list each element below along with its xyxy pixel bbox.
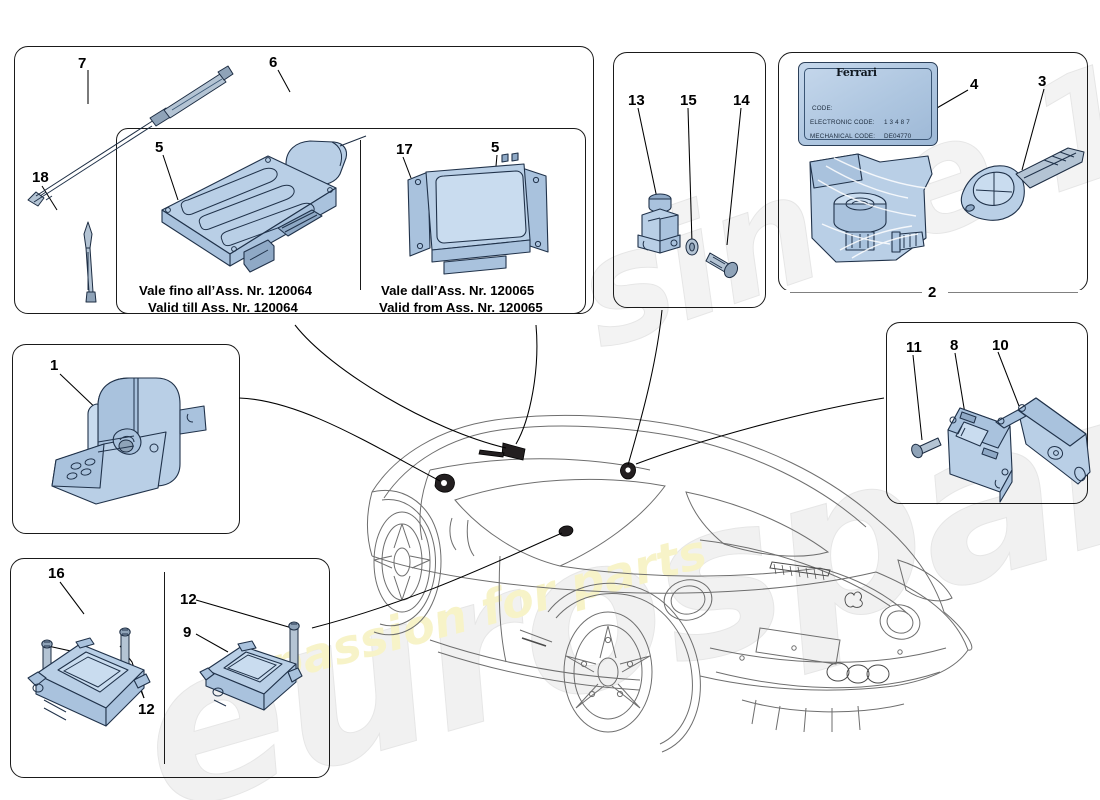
panel-modules bbox=[10, 558, 330, 778]
keycard-code-label: CODE: bbox=[812, 105, 833, 112]
receiver-parts bbox=[911, 397, 1091, 503]
callout-5-right: 5 bbox=[491, 139, 500, 156]
callout-14: 14 bbox=[733, 92, 750, 109]
keycard-brand: Ferrari bbox=[836, 66, 877, 79]
car-mount-markers bbox=[434, 442, 636, 537]
callout-13: 13 bbox=[628, 92, 645, 109]
callout-9: 9 bbox=[183, 624, 192, 641]
receiver-screw-part bbox=[911, 437, 942, 459]
lock-set-bag-part bbox=[809, 153, 933, 263]
body-computer-ecu-old bbox=[161, 155, 337, 273]
callout-8: 8 bbox=[950, 337, 959, 354]
antenna-mast-part bbox=[27, 65, 234, 207]
callout-7: 7 bbox=[78, 55, 87, 72]
sensor-washer-part bbox=[685, 238, 699, 256]
panel-receiver bbox=[886, 322, 1088, 504]
panel-crash-sensor bbox=[613, 52, 766, 308]
callout-10: 10 bbox=[992, 337, 1009, 354]
caption-valid-till-en: Valid till Ass. Nr. 120064 bbox=[148, 300, 298, 315]
caption-valid-from-it: Vale dall’Ass. Nr. 120065 bbox=[381, 283, 535, 298]
modules-divider bbox=[164, 572, 166, 764]
callout-6: 6 bbox=[269, 54, 278, 71]
callout-12-right: 12 bbox=[180, 591, 197, 608]
callout-16: 16 bbox=[48, 565, 65, 582]
callout-15: 15 bbox=[680, 92, 697, 109]
callout-12-left: 12 bbox=[138, 701, 155, 718]
callout-18: 18 bbox=[32, 169, 49, 186]
steering-lock-part bbox=[51, 377, 207, 505]
antenna-rod-part bbox=[83, 221, 97, 303]
tpms-ecu-parts bbox=[199, 621, 303, 711]
keycard-electronic-label: ELECTRONIC CODE: bbox=[810, 119, 875, 126]
callout-2: 2 bbox=[928, 284, 937, 301]
body-computer-ecu-new bbox=[407, 152, 549, 275]
leader-lines bbox=[238, 309, 885, 629]
callout-1: 1 bbox=[50, 357, 59, 374]
callout-3: 3 bbox=[1038, 73, 1047, 90]
keycard-mechanical-label: MECHANICAL CODE: bbox=[810, 133, 876, 140]
key-and-lockset-parts bbox=[809, 147, 1085, 263]
callout-4: 4 bbox=[970, 76, 979, 93]
callout-17: 17 bbox=[396, 141, 413, 158]
crash-sensor-part bbox=[637, 193, 681, 254]
ecu-variant-divider bbox=[360, 140, 362, 290]
keycard-electronic-value: 1 3 4 8 7 bbox=[884, 119, 910, 126]
crash-sensor-parts bbox=[637, 193, 739, 279]
callout-11: 11 bbox=[906, 339, 922, 356]
callout-5-left: 5 bbox=[155, 139, 164, 156]
remote-key-part bbox=[960, 147, 1085, 221]
steering-lock-parts bbox=[51, 377, 207, 505]
airbag-ecu-parts bbox=[27, 627, 151, 727]
mounting-bracket-part bbox=[995, 397, 1091, 485]
sensor-screw-part bbox=[705, 252, 739, 279]
caption-valid-till-it: Vale fino all’Ass. Nr. 120064 bbox=[139, 283, 313, 298]
keycard-mechanical-value: DE04770 bbox=[884, 133, 912, 140]
caption-valid-from-en: Valid from Ass. Nr. 120065 bbox=[379, 300, 543, 315]
